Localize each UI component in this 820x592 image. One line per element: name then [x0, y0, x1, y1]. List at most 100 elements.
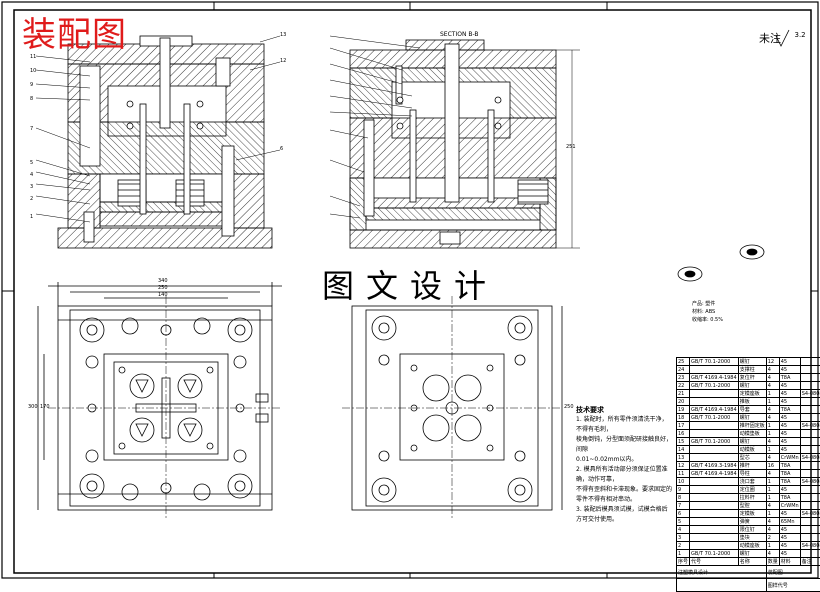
parts-list-cell: 1 — [766, 486, 779, 494]
parts-list-cell: S4-0808C — [800, 454, 820, 462]
roughness-note-text: 未注 — [759, 32, 781, 45]
parts-list-cell: 推杆固定板 — [738, 422, 766, 430]
parts-list-cell: 45 — [779, 358, 800, 366]
parts-list-cell: GB/T 4169.4-1984 — [690, 470, 739, 478]
parts-list-cell: 7 — [677, 502, 690, 510]
parts-list-cell — [800, 414, 820, 422]
parts-list-cell: 4 — [766, 526, 779, 534]
watermark-text: 图文设计 — [322, 270, 498, 302]
callout-1: 1 — [30, 214, 33, 220]
parts-list-cell: 16 — [766, 462, 779, 470]
parts-list-cell: 螺钉 — [738, 550, 766, 558]
callout-6: 6 — [280, 146, 283, 152]
parts-list-cell: CrWMn — [779, 454, 800, 462]
parts-list-cell: 45 — [779, 446, 800, 454]
parts-list-cell: 1 — [766, 390, 779, 398]
parts-list-cell: 4 — [766, 374, 779, 382]
header-cell: 名称 — [738, 558, 766, 566]
parts-list-cell — [800, 430, 820, 438]
parts-list-cell: 定位圈 — [738, 486, 766, 494]
parts-list-cell: 螺钉 — [738, 414, 766, 422]
parts-list-cell — [800, 462, 820, 470]
parts-list-cell — [800, 382, 820, 390]
parts-list-cell: S4-0808C — [800, 510, 820, 518]
parts-list-cell: T8A — [779, 462, 800, 470]
parts-list-cell: 13 — [677, 454, 690, 462]
callout-5: 5 — [30, 160, 33, 166]
parts-list-cell: 动模座板 — [738, 542, 766, 550]
parts-list-cell — [690, 398, 739, 406]
parts-list-cell: 定模板 — [738, 510, 766, 518]
dim-width-3: 140 — [158, 292, 168, 298]
parts-list-cell: T8A — [779, 470, 800, 478]
parts-list-cell: 1 — [766, 430, 779, 438]
parts-list-cell — [800, 494, 820, 502]
parts-list-cell: 拉料杆 — [738, 494, 766, 502]
parts-list-cell: 65Mn — [779, 518, 800, 526]
tech-line: 3. 装配后模具须试模，试模合格后方可交付使用。 — [576, 505, 672, 525]
parts-list-cell — [690, 486, 739, 494]
tech-title: 技术要求 — [576, 405, 672, 415]
parts-list-cell — [690, 526, 739, 534]
parts-list-cell — [800, 486, 820, 494]
parts-list-cell: 限位钉 — [738, 526, 766, 534]
parts-list-cell: S4-0808C — [800, 422, 820, 430]
parts-list-cell — [690, 446, 739, 454]
parts-list-cell: 11 — [677, 470, 690, 478]
front-section-view — [58, 36, 272, 248]
parts-list-cell: 2 — [766, 534, 779, 542]
parts-list-cell: GB/T 70.1-2000 — [690, 358, 739, 366]
parts-list-cell: 4 — [766, 406, 779, 414]
parts-list-cell: 导柱 — [738, 470, 766, 478]
title-school: 图样代号 — [766, 579, 820, 592]
parts-list-cell — [800, 358, 820, 366]
parts-list-cell: 1 — [766, 422, 779, 430]
side-section-view — [350, 40, 556, 248]
callout-9: 9 — [30, 82, 33, 88]
dim-height-right: 250 — [564, 404, 574, 410]
product-label-line: 收缩率: 0.5% — [692, 316, 723, 324]
dim-height-inner: 170 — [40, 404, 50, 410]
parts-list-cell: 45 — [779, 430, 800, 438]
parts-list-cell: 弹簧 — [738, 518, 766, 526]
parts-list-cell — [690, 518, 739, 526]
header-cell: 备注 — [800, 558, 820, 566]
parts-list-cell: 10 — [677, 478, 690, 486]
parts-list-cell: 45 — [779, 486, 800, 494]
parts-list-cell — [690, 390, 739, 398]
parts-list-cell: 定模座板 — [738, 390, 766, 398]
parts-list-cell: 45 — [779, 398, 800, 406]
parts-list-cell: 推杆 — [738, 462, 766, 470]
parts-list-cell: 45 — [779, 382, 800, 390]
parts-list-cell: 17 — [677, 422, 690, 430]
callout-4: 4 — [30, 172, 33, 178]
parts-list-cell — [800, 438, 820, 446]
parts-list-cell — [800, 366, 820, 374]
product-label: 产品: 塑件 材料: ABS 收缩率: 0.5% — [692, 300, 723, 324]
header-cell: 数量 — [766, 558, 779, 566]
parts-list-cell: 4 — [766, 414, 779, 422]
parts-list-cell: 45 — [779, 438, 800, 446]
parts-list-cell — [690, 502, 739, 510]
parts-list-cell: 12 — [766, 358, 779, 366]
parts-list-cell: 21 — [677, 390, 690, 398]
parts-list-cell: 1 — [766, 542, 779, 550]
product-label-line: 产品: 塑件 — [692, 300, 723, 308]
parts-list-cell: 4 — [677, 526, 690, 534]
parts-list-cell: T8A — [779, 494, 800, 502]
parts-list-cell: 2 — [677, 542, 690, 550]
parts-list-cell — [800, 534, 820, 542]
header-cell: 代号 — [690, 558, 739, 566]
